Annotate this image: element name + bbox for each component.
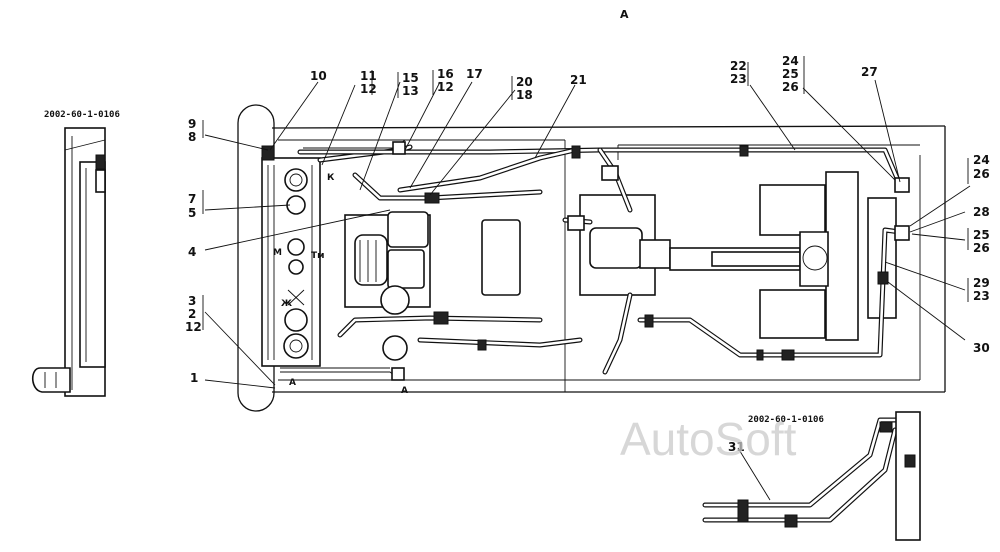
inset-radiator-cap bbox=[31, 367, 71, 393]
callout-24-a: 24 bbox=[782, 54, 799, 68]
bottom-right-inset-view bbox=[702, 411, 921, 541]
port-mark-a-left: А bbox=[289, 378, 296, 388]
port-mark-zh: Ж bbox=[281, 299, 292, 309]
port-mark-tm: Тм bbox=[311, 251, 325, 261]
transmission bbox=[669, 171, 897, 341]
callout-12-b: 12 bbox=[437, 80, 454, 94]
callout-15: 15 bbox=[402, 71, 419, 85]
watermark: AutoSoft bbox=[620, 413, 797, 465]
callout-4: 4 bbox=[188, 245, 196, 259]
callout-31: 31 bbox=[728, 440, 745, 454]
callout-24-b: 24 bbox=[973, 153, 990, 167]
leader-lines bbox=[202, 56, 971, 389]
callout-12-c: 12 bbox=[185, 320, 202, 334]
callout-26-a: 26 bbox=[782, 80, 799, 94]
callout-21: 21 bbox=[570, 73, 587, 87]
callout-3: 3 bbox=[188, 294, 196, 308]
callout-16: 16 bbox=[437, 67, 454, 81]
callout-7: 7 bbox=[188, 192, 196, 206]
bottom-right-drawing-ref: 2002-60-1-0106 bbox=[748, 415, 824, 425]
left-inset-view bbox=[31, 127, 106, 397]
callout-12-a: 12 bbox=[360, 82, 377, 96]
vehicle-frame bbox=[271, 125, 946, 393]
callout-11: 11 bbox=[360, 69, 377, 83]
port-mark-k: К bbox=[327, 173, 335, 183]
callout-25-b: 25 bbox=[973, 228, 990, 242]
callout-1: 1 bbox=[190, 371, 198, 385]
callout-26-c: 26 bbox=[973, 241, 990, 255]
callout-10: 10 bbox=[310, 69, 327, 83]
callout-18: 18 bbox=[516, 88, 533, 102]
callout-20: 20 bbox=[516, 75, 533, 89]
callout-8: 8 bbox=[188, 130, 196, 144]
coolant-pipes bbox=[280, 139, 910, 381]
view-label: A bbox=[620, 8, 629, 21]
port-mark-m: М bbox=[273, 248, 282, 258]
port-mark-a-right: А bbox=[401, 386, 408, 396]
callout-22: 22 bbox=[730, 59, 747, 73]
radiator bbox=[261, 145, 321, 367]
callout-26-b: 26 bbox=[973, 167, 990, 181]
callout-30: 30 bbox=[973, 341, 990, 355]
callout-25-a: 25 bbox=[782, 67, 799, 81]
callout-23-b: 23 bbox=[973, 289, 990, 303]
callout-27: 27 bbox=[861, 65, 878, 79]
callout-9: 9 bbox=[188, 117, 196, 131]
callout-28: 28 bbox=[973, 205, 990, 219]
callout-23-a: 23 bbox=[730, 72, 747, 86]
engine-assembly bbox=[344, 194, 671, 361]
left-drawing-ref: 2002-60-1-0106 bbox=[44, 110, 120, 120]
callout-17: 17 bbox=[466, 67, 483, 81]
callout-labels: 10 11 12 15 13 16 12 17 20 18 21 22 23 2… bbox=[185, 54, 990, 454]
callout-2: 2 bbox=[188, 307, 196, 321]
callout-5: 5 bbox=[188, 206, 196, 220]
callout-13: 13 bbox=[402, 84, 419, 98]
callout-29: 29 bbox=[973, 276, 990, 290]
